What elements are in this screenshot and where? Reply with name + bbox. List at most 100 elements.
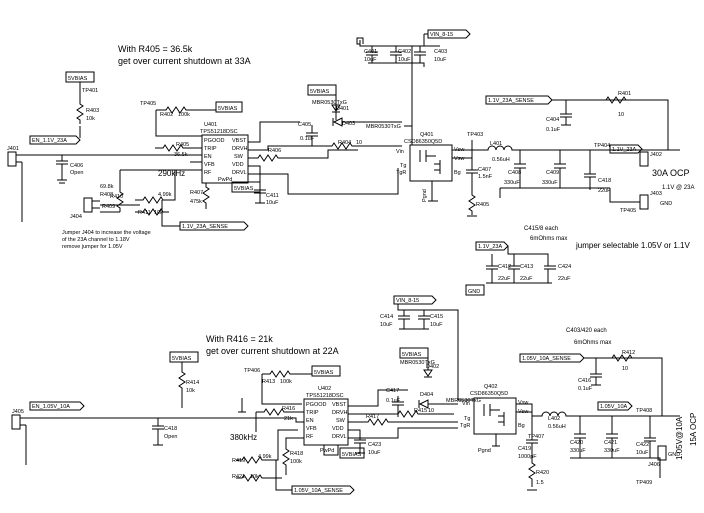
c420-label: C420 <box>570 440 583 446</box>
net-5vbias-2: 5VBIAS <box>215 101 243 113</box>
net-vin-bottom: VIN_8-15 <box>393 295 437 305</box>
c402-value: 10uF <box>398 57 411 63</box>
svg-text:RF: RF <box>204 170 212 176</box>
note-c403b: 6mOhms max <box>574 340 611 346</box>
c405-label: C405 <box>298 122 311 128</box>
svg-text:VFB: VFB <box>204 162 215 168</box>
svg-text:1.05V_10A: 1.05V_10A <box>600 404 628 410</box>
svg-text:U402: U402 <box>318 386 331 392</box>
c401-value: 10uF <box>364 57 377 63</box>
svg-text:Vin: Vin <box>462 401 470 407</box>
r414-value: 10k <box>186 388 195 394</box>
svg-text:VFB: VFB <box>306 426 317 432</box>
svg-text:DRVH: DRVH <box>332 410 348 416</box>
c423-label: C423 <box>368 442 381 448</box>
svg-text:TPS51218DSC: TPS51218DSC <box>306 393 344 399</box>
d401-part: MBR0530TxG <box>312 100 347 106</box>
r403-label: R403 <box>86 108 99 114</box>
r412-value: 10 <box>622 366 628 372</box>
svg-text:SW: SW <box>234 154 244 160</box>
svg-text:U401: U401 <box>204 122 217 128</box>
svg-text:DRVL: DRVL <box>232 170 247 176</box>
d402-part: MBR0530TxG <box>400 360 435 366</box>
net-out-1v1: 1.1V_23A <box>609 144 643 154</box>
svg-text:Bg: Bg <box>518 423 525 429</box>
svg-text:5VBIAS: 5VBIAS <box>172 356 192 362</box>
svg-text:Q402: Q402 <box>484 384 497 390</box>
r405-label: R405 <box>176 142 189 148</box>
tp407-label: TP407 <box>528 434 544 440</box>
r413-label: R413 <box>262 379 275 385</box>
note-30a-ocp: 30A OCP <box>652 168 690 178</box>
r402-value: 100k <box>178 112 190 118</box>
r405-value: 36.5k <box>174 152 188 158</box>
r407-value: 475k <box>190 199 202 205</box>
c420-value: 330uF <box>570 448 586 454</box>
svg-text:TgR: TgR <box>460 423 470 429</box>
r404-value: 10 <box>356 140 362 146</box>
c405-value: 0.1uF <box>300 136 315 142</box>
svg-text:Vsw: Vsw <box>454 156 464 162</box>
net-5vbias-4: 5VBIAS <box>307 84 337 96</box>
net-sense-1v1-b: 1.1V_23A_SENSE <box>485 95 553 105</box>
c416-label: C416 <box>578 378 591 384</box>
r404-label: R404 <box>338 140 351 146</box>
svg-text:1.05V_10A_SENSE: 1.05V_10A_SENSE <box>522 356 571 362</box>
c413-value: 22uF <box>520 276 533 282</box>
c418-value: 22uF <box>598 188 611 194</box>
c418-label: C418 <box>598 178 611 184</box>
tp403-label: TP403 <box>467 132 483 138</box>
svg-text:GND: GND <box>468 289 480 295</box>
r419-value: 4.99k <box>258 454 272 460</box>
c406-label: C406 <box>70 163 83 169</box>
r408-value: 69.8k <box>100 184 114 190</box>
svg-text:J406: J406 <box>648 462 660 468</box>
c408-label: C408 <box>508 170 521 176</box>
svg-text:EN: EN <box>306 418 314 424</box>
note-c415: C415/8 each <box>524 226 558 232</box>
svg-text:J404: J404 <box>70 214 82 220</box>
connector-j401: J401 <box>7 146 22 167</box>
svg-text:J403: J403 <box>650 191 662 197</box>
tp405-label: TP405 <box>140 101 156 107</box>
c414-label: C414 <box>380 314 393 320</box>
svg-text:TPS51218DSC: TPS51218DSC <box>200 129 238 135</box>
net-gnd: GND <box>465 284 485 296</box>
net-en-1v05: EN_1.05V_10A <box>29 401 85 411</box>
c407-value: 1.5nF <box>478 174 493 180</box>
svg-text:5VBIAS: 5VBIAS <box>68 76 88 82</box>
d403-part: MBR0530TxG <box>366 124 401 130</box>
connector-j403: J403 GND <box>639 191 672 210</box>
c415-label: C415 <box>430 314 443 320</box>
svg-text:1.1V_23A_SENSE: 1.1V_23A_SENSE <box>488 98 534 104</box>
svg-text:EN_1.05V_10A: EN_1.05V_10A <box>32 404 70 410</box>
svg-text:PwPd: PwPd <box>320 448 334 454</box>
svg-text:TRIP: TRIP <box>204 146 217 152</box>
note-c415b: 6mOhms max <box>530 236 567 242</box>
svg-text:PGOOD: PGOOD <box>204 138 225 144</box>
svg-text:VDD: VDD <box>332 426 344 432</box>
note-15a-ocp: 15A OCP <box>689 413 698 446</box>
r416-value: 21k <box>284 416 293 422</box>
c421-value: 330uF <box>604 448 620 454</box>
r410-value: 4.99k <box>158 192 172 198</box>
c403-value: 10uF <box>434 57 447 63</box>
r401-label: R401 <box>618 91 631 97</box>
q402-pgnd: Pgnd <box>478 448 491 454</box>
r402-label: R402 <box>160 112 173 118</box>
net-sense-1v05-b: 1.05V_10A_SENSE <box>519 353 585 363</box>
c412-label: C412 <box>498 264 511 270</box>
jumper-note-2: of the 23A channel to 1.18V <box>62 237 130 243</box>
r412-label: R412 <box>622 350 635 356</box>
svg-text:VIN_8-15: VIN_8-15 <box>430 32 453 38</box>
freq-290: 290kHz <box>158 169 185 178</box>
r418-value: 100k <box>290 459 302 465</box>
jumper-note-3: remove jumper for 1.05V <box>62 244 123 250</box>
mosfet-q402: Q402 CSD86350Q5D Vin Vsw Vsw Tg TgR Bg <box>460 384 528 435</box>
svg-text:SW: SW <box>336 418 346 424</box>
svg-text:Bg: Bg <box>454 170 461 176</box>
net-out-1v1-b: 1.1V_23A <box>475 241 509 251</box>
l402-value: 0.56uH <box>548 424 566 430</box>
net-5vbias-u402: 5VBIAS <box>342 452 362 458</box>
c404-value: 0.1uF <box>546 127 561 133</box>
